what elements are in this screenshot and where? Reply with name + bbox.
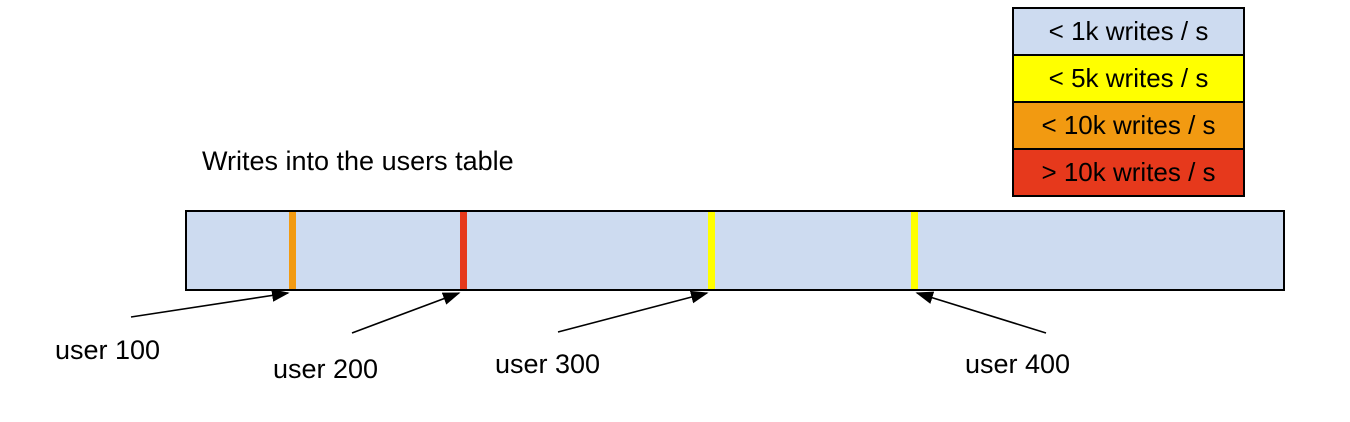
callout-arrow-user-100 (130, 289, 290, 318)
legend: < 1k writes / s< 5k writes / s< 10k writ… (1012, 7, 1245, 197)
callout-arrow-user-200 (351, 292, 461, 334)
hotspot-stripe-user-400 (911, 212, 918, 289)
hotspot-stripe-user-100 (289, 212, 296, 289)
legend-item-1: < 5k writes / s (1014, 56, 1243, 103)
callout-label-user-300: user 300 (495, 349, 601, 379)
legend-item-3: > 10k writes / s (1014, 150, 1243, 195)
callout-label-user-200: user 200 (273, 354, 379, 384)
users-table-bar (185, 210, 1285, 291)
legend-item-0: < 1k writes / s (1014, 9, 1243, 56)
callout-label-user-100: user 100 (55, 335, 161, 365)
legend-item-2: < 10k writes / s (1014, 103, 1243, 150)
diagram-title: Writes into the users table (202, 146, 514, 176)
hotspot-stripe-user-300 (708, 212, 715, 289)
callout-arrow-user-300 (557, 290, 709, 333)
callout-arrow-user-400 (915, 291, 1047, 334)
callout-label-user-400: user 400 (965, 349, 1071, 379)
hotspot-stripe-user-200 (460, 212, 467, 289)
